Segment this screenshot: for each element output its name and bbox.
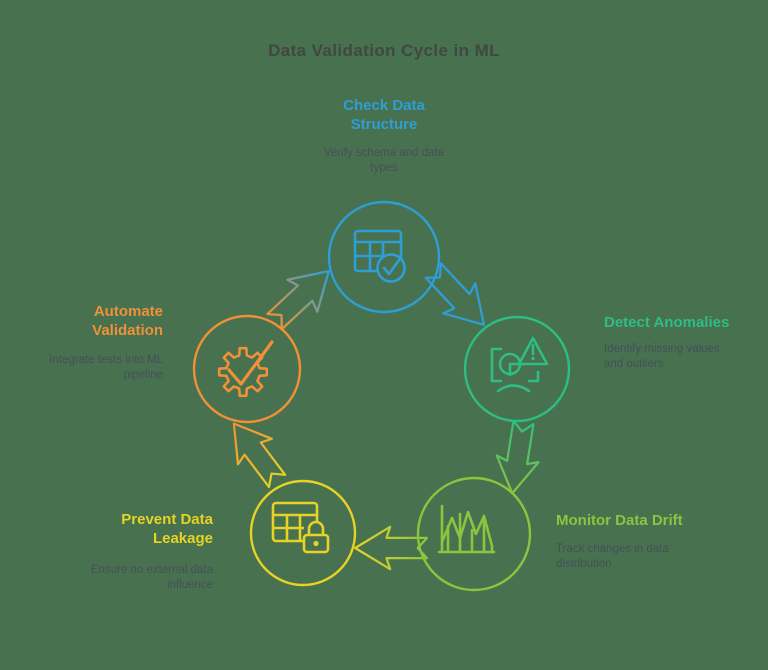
node-prevent-data-leakage (249, 479, 357, 587)
gear-outline (217, 346, 269, 398)
step-description: Verify schema and data types (323, 146, 445, 174)
node-monitor-data-drift (416, 476, 532, 592)
step-monitor-data-drift-label: Monitor Data Drift Track changes in data… (556, 512, 751, 573)
node-circle (327, 200, 441, 314)
step-title: Check Data Structure (343, 97, 425, 133)
table-lock-icon (271, 501, 330, 554)
node-automate-validation (192, 314, 302, 424)
nodes-layer (192, 200, 571, 592)
step-automate-validation-label: Automate Validation Integrate tests into… (0, 303, 163, 383)
lock-shackle (307, 520, 325, 537)
step-description: Integrate tests into ML pipeline (49, 353, 163, 381)
step-check-data-structure-label: Check Data Structure Verify schema and d… (254, 97, 514, 176)
arrow-prevent-to-automate (232, 422, 287, 489)
scan-bracket-right (527, 370, 540, 383)
node-circle (416, 476, 532, 592)
anomaly-scan-icon (490, 336, 549, 393)
checkmark (227, 340, 274, 386)
arrows-layer (232, 262, 540, 571)
step-title: Prevent Data Leakage (121, 511, 213, 547)
step-title: Detect Anomalies (604, 314, 730, 331)
node-circle (249, 479, 357, 587)
frown-mouth (496, 384, 531, 393)
node-detect-anomalies (463, 315, 571, 423)
step-description: Ensure no external data influence (90, 563, 213, 591)
drift-chart-icon (437, 504, 496, 554)
step-title: Monitor Data Drift (556, 512, 683, 529)
node-check-data-structure (327, 200, 441, 314)
arrow-monitor-to-prevent (354, 525, 429, 571)
step-prevent-data-leakage-label: Prevent Data Leakage Ensure no external … (13, 511, 213, 593)
step-description: Track changes in data distribution (556, 542, 669, 571)
node-circle (192, 314, 302, 424)
gear-check-icon (217, 340, 274, 398)
table-check-icon (353, 229, 406, 283)
node-circle (463, 315, 571, 423)
step-description: Identify missing values and outliers (604, 342, 720, 371)
diagram-title: Data Validation Cycle in ML (268, 41, 500, 60)
step-detect-anomalies-label: Detect Anomalies Identify missing values… (604, 314, 768, 373)
arrow-detect-to-monitor (495, 419, 540, 495)
step-title: Automate Validation (92, 303, 163, 339)
arrow-automate-to-check (266, 269, 330, 331)
scan-bracket-left (490, 347, 503, 383)
